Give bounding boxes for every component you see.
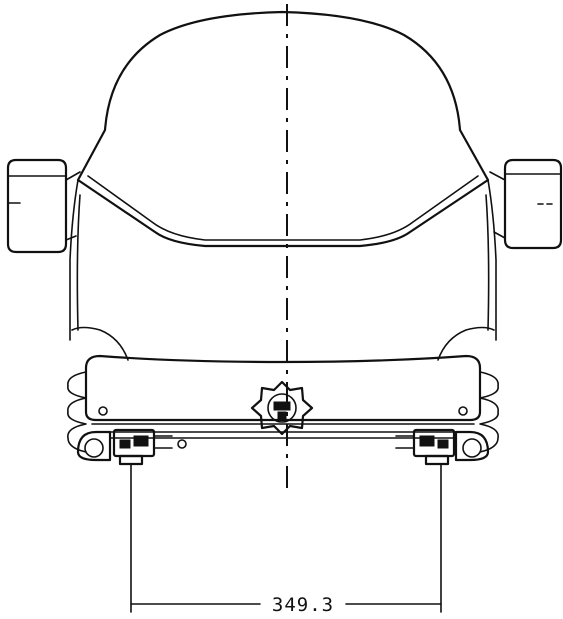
right-armrest <box>489 158 563 250</box>
dimension: 349.3 <box>130 463 442 616</box>
right-mount-bracket <box>395 428 456 466</box>
right-bellows <box>479 371 499 453</box>
left-bellows <box>67 371 87 453</box>
dimension-value: 349.3 <box>272 594 334 616</box>
adjustment-knob <box>250 380 314 436</box>
seat-bolsters <box>71 326 495 361</box>
left-armrest <box>6 158 81 254</box>
seat-cushion <box>84 354 482 422</box>
left-mount-bracket <box>112 428 187 466</box>
backrest <box>69 10 497 341</box>
